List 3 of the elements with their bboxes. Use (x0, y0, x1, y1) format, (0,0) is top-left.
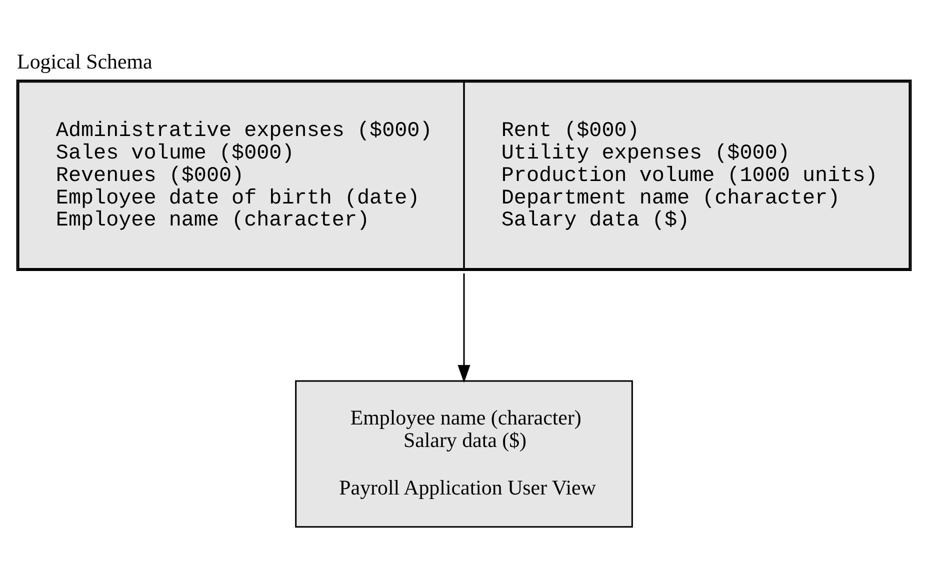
arrow (458, 272, 470, 382)
node-label: Logical Schema (17, 49, 152, 74)
node-box: Employee name (character) Salary data ($) Payroll Application User View (295, 380, 633, 528)
